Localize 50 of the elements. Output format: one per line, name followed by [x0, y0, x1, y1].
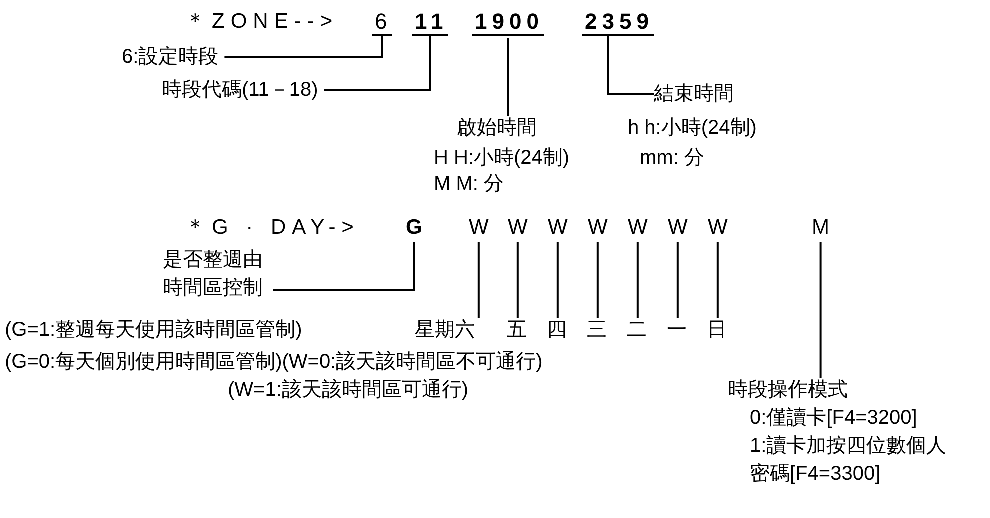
weekday-label: 二: [627, 318, 647, 342]
leader-line: [516, 242, 519, 318]
annotation-text: 啟始時間: [457, 116, 537, 140]
command-label: ＊G · DAY->: [185, 216, 360, 240]
leader-line: [507, 38, 509, 116]
format-field: W: [469, 216, 489, 240]
annotation-text: 時段代碼(11－18): [162, 78, 318, 102]
note-text: (W=1:該天該時間區可通行): [228, 378, 469, 402]
note-text: (G=0:每天個別使用時間區管制)(W=0:該天該時間區不可通行): [5, 350, 543, 374]
annotation-text: 6:設定時段: [122, 45, 219, 69]
format-field: G: [406, 216, 422, 240]
weekday-label: 三: [587, 318, 607, 342]
leader-line: [636, 242, 639, 318]
note-text: M M: 分: [434, 172, 504, 196]
weekday-label: 日: [707, 318, 727, 342]
note-text: h h:小時(24制): [628, 116, 757, 140]
format-field: W: [668, 216, 688, 240]
leader-line: [478, 242, 480, 318]
weekday-label: 四: [547, 318, 567, 342]
weekday-label: 一: [667, 318, 687, 342]
leader-line: [596, 242, 599, 318]
format-field: 11: [412, 10, 448, 36]
format-field: M: [812, 216, 830, 240]
weekday-label: 星期六: [415, 318, 475, 342]
format-field: W: [588, 216, 608, 240]
format-field: W: [508, 216, 528, 240]
note-text: 0:僅讀卡[F4=3200]: [750, 406, 918, 430]
format-field: 1900: [472, 10, 544, 36]
leader-line: [556, 242, 559, 318]
leader-line: [224, 36, 384, 58]
format-field: 6: [372, 10, 392, 36]
format-field: 2359: [582, 10, 654, 36]
command-label: ＊ZONE-->: [185, 10, 339, 34]
note-text: H H:小時(24制): [434, 146, 570, 170]
leader-line: [273, 242, 416, 291]
leader-line: [607, 36, 654, 95]
format-field: W: [628, 216, 648, 240]
leader-line: [676, 242, 679, 318]
note-text: (G=1:整週每天使用該時間區管制): [5, 318, 302, 342]
annotation-text: 是否整週由時間區控制: [163, 246, 267, 302]
leader-line: [820, 242, 822, 378]
format-field: W: [708, 216, 728, 240]
note-text: 1:讀卡加按四位數個人密碼[F4=3300]: [750, 434, 948, 487]
annotation-text: 結束時間: [654, 82, 734, 106]
leader-line: [324, 36, 432, 91]
format-field: W: [548, 216, 568, 240]
weekday-label: 五: [507, 318, 527, 342]
annotation-text: 時段操作模式: [728, 378, 848, 402]
note-text: mm: 分: [640, 146, 704, 170]
leader-line: [716, 242, 719, 318]
